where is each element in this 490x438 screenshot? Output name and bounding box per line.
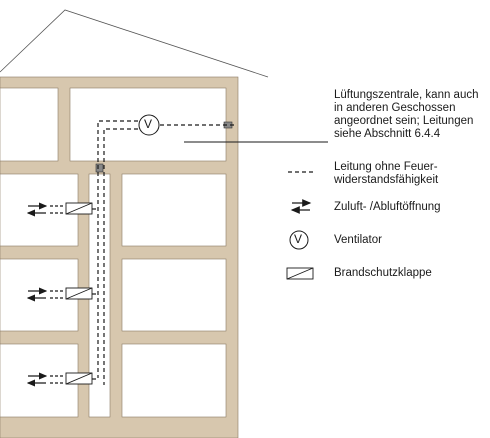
supply-exhaust-arrows-1 (26, 202, 64, 217)
legend-label-fire-damper: Brandschutzklappe (334, 267, 432, 279)
roof-outline (0, 9, 269, 78)
fire-damper-1 (65, 202, 93, 215)
annotation-line-2: in anderen Geschossen (334, 102, 456, 114)
room-top-left (0, 87, 59, 162)
ventilator-icon (289, 230, 309, 250)
fan-letter: V (144, 117, 153, 131)
room-right-1 (121, 173, 227, 247)
wall-penetration-shaft (95, 163, 104, 173)
annotation-line-1: Lüftungszentrale, kann auch (334, 89, 479, 101)
room-right-3 (121, 343, 227, 418)
supply-exhaust-arrows-2 (26, 287, 64, 302)
room-left-2 (0, 258, 79, 332)
duct-lines (92, 120, 234, 385)
fire-damper-icon (286, 267, 314, 280)
double-arrow-icon (290, 199, 312, 214)
annotation-line-3: angeordnet sein; Leitungen (334, 115, 474, 127)
legend-label-ventilator: Ventilator (334, 234, 382, 246)
legend-label-supply-exhaust: Zuluft- /Abluftöffnung (334, 201, 441, 213)
supply-exhaust-arrows-3 (26, 372, 64, 387)
room-right-2 (121, 258, 227, 332)
fire-damper-2 (65, 287, 93, 300)
legend-ventilator-letter: V (294, 232, 303, 246)
fire-damper-3 (65, 372, 93, 385)
annotation-line-4: siehe Abschnitt 6.4.4 (334, 128, 441, 140)
legend-label-duct-1: Leitung ohne Feuer- (334, 161, 438, 173)
legend-label-duct-2: widerstandsfähigkeit (334, 174, 439, 186)
fan-symbol (138, 114, 160, 136)
room-left-3 (0, 343, 79, 418)
